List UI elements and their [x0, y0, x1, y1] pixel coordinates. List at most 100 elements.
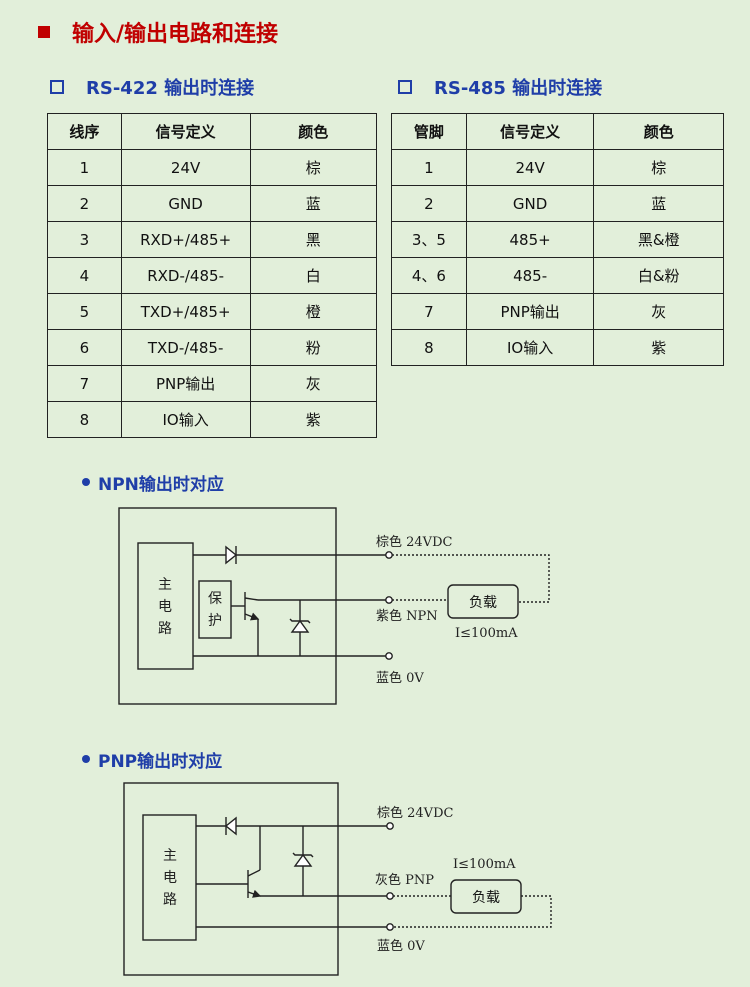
hollow-square-icon — [398, 80, 412, 94]
npn-terminal-brown — [385, 551, 393, 559]
npn-protect-char-2: 护 — [208, 613, 222, 629]
pnp-main-circuit-box — [142, 814, 197, 941]
table-cell: 黑 — [249, 221, 378, 258]
table-cell: TXD+/485+ — [120, 293, 251, 330]
pnp-load-label: 负载 — [472, 890, 500, 906]
table-cell: 白&粉 — [593, 257, 724, 294]
pnp-main-char-2: 电 — [163, 870, 177, 886]
pnp-current-label: I≤100mA — [453, 857, 516, 872]
table-cell: 3 — [47, 221, 122, 258]
table-cell: RXD+/485+ — [120, 221, 251, 258]
table-cell: IO输入 — [120, 401, 251, 438]
npn-protect-char-1: 保 — [208, 591, 222, 607]
npn-heading: NPN输出时对应 — [82, 470, 224, 495]
npn-title: NPN输出时对应 — [98, 474, 224, 495]
section-title: 输入/输出电路和连接 — [38, 16, 278, 48]
table-cell: 485+ — [465, 221, 595, 258]
table-cell: 棕 — [249, 149, 378, 186]
pnp-labels: 主 电 路 棕色 24VDC 灰色 PNP 蓝色 0V 负载 I≤100mA — [163, 805, 516, 954]
rs485-title: RS-485 输出时连接 — [434, 78, 603, 99]
pnp-sensor-box — [123, 782, 339, 976]
table-cell: 2 — [391, 185, 467, 222]
pnp-terminal-gray — [386, 892, 394, 900]
table-cell: 8 — [391, 329, 467, 366]
column-header: 颜色 — [593, 113, 724, 150]
pnp-heading: PNP输出时对应 — [82, 747, 223, 772]
rs485-heading: RS-485 输出时连接 — [398, 74, 602, 100]
table-cell: 8 — [47, 401, 122, 438]
table-cell: 蓝 — [249, 185, 378, 222]
npn-main-char-1: 主 — [158, 577, 172, 593]
pnp-transistor-icon — [196, 869, 262, 898]
column-header: 信号定义 — [465, 113, 595, 150]
table-cell: TXD-/485- — [120, 329, 251, 366]
npn-labels: 主 电 路 保 护 棕色 24VDC 紫色 NPN 蓝色 0V 负载 I≤100… — [158, 534, 518, 686]
table-cell: 紫 — [249, 401, 378, 438]
table-cell: 485- — [465, 257, 595, 294]
bullet-dot-icon — [82, 755, 90, 763]
npn-current-label: I≤100mA — [455, 626, 518, 641]
table-cell: 白 — [249, 257, 378, 294]
table-cell: IO输入 — [465, 329, 595, 366]
column-header: 管脚 — [391, 113, 467, 150]
npn-diode-icon — [225, 545, 238, 565]
npn-terminal-purple — [385, 596, 393, 604]
npn-load-box — [447, 584, 519, 619]
pnp-title: PNP输出时对应 — [98, 751, 223, 772]
npn-main-char-3: 路 — [158, 621, 172, 637]
pnp-diode-icon — [224, 816, 237, 836]
npn-zener-icon — [289, 618, 311, 633]
table-cell: 6 — [47, 329, 122, 366]
column-header: 颜色 — [249, 113, 378, 150]
npn-main-circuit-box — [137, 542, 194, 670]
pnp-main-char-3: 路 — [163, 892, 177, 908]
square-bullet-icon — [38, 26, 50, 38]
table-cell: 4、6 — [391, 257, 467, 294]
npn-transistor-icon — [231, 592, 260, 621]
table-cell: 黑&橙 — [593, 221, 724, 258]
pnp-terminal-brown — [386, 822, 394, 830]
npn-diagram — [118, 507, 550, 705]
npn-main-char-2: 电 — [158, 599, 172, 615]
npn-load-label: 负载 — [469, 595, 497, 611]
npn-label-blue: 蓝色 0V — [376, 670, 424, 686]
table-cell: 1 — [47, 149, 122, 186]
hollow-square-icon — [50, 80, 64, 94]
npn-terminal-blue — [385, 652, 393, 660]
pnp-zener-icon — [292, 852, 314, 867]
pnp-label-brown: 棕色 24VDC — [377, 805, 453, 821]
npn-label-purple: 紫色 NPN — [376, 608, 438, 624]
section-title-text: 输入/输出电路和连接 — [72, 22, 279, 47]
npn-sensor-box — [118, 507, 337, 705]
pnp-label-blue: 蓝色 0V — [377, 938, 425, 954]
table-cell: 4 — [47, 257, 122, 294]
table-cell: 橙 — [249, 293, 378, 330]
rs422-heading: RS-422 输出时连接 — [50, 74, 254, 100]
table-cell: 24V — [120, 149, 251, 186]
table-cell: GND — [465, 185, 595, 222]
pnp-diagram — [123, 782, 552, 976]
table-cell: 灰 — [593, 293, 724, 330]
pnp-main-char-1: 主 — [163, 848, 177, 864]
npn-label-brown: 棕色 24VDC — [376, 534, 452, 550]
pnp-terminal-blue — [386, 923, 394, 931]
table-cell: 紫 — [593, 329, 724, 366]
rs422-title: RS-422 输出时连接 — [86, 78, 255, 99]
bullet-dot-icon — [82, 478, 90, 486]
npn-protect-box — [198, 580, 232, 639]
pnp-label-gray: 灰色 PNP — [375, 872, 434, 888]
table-cell: 1 — [391, 149, 467, 186]
